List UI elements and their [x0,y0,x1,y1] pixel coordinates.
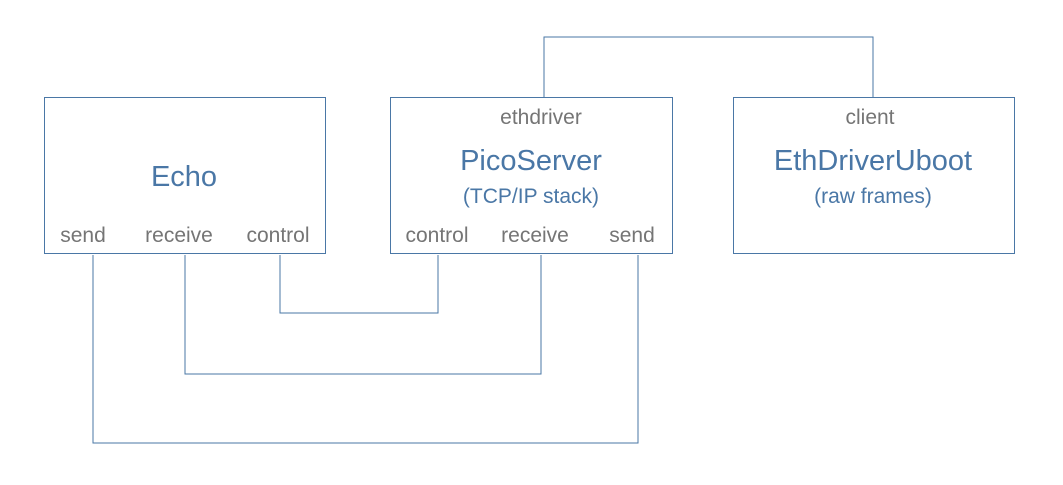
port-echo-receive: receive [145,224,213,247]
component-picoserver-subtitle: (TCP/IP stack) [463,185,599,208]
component-picoserver: ethdriver PicoServer (TCP/IP stack) cont… [390,97,673,254]
port-echo-send: send [60,224,106,247]
connection-echo-send-to-picoserver-send [92,255,639,444]
component-echo-box [44,97,326,254]
port-picoserver-send: send [609,224,655,247]
component-ethdriveruboot-title: EthDriverUboot [774,145,972,177]
component-picoserver-title: PicoServer [460,145,602,177]
port-ethdriveruboot-client: client [845,106,894,129]
connection-echo-receive-to-picoserver-receive [184,255,542,375]
component-echo: Echo send receive control [44,97,326,254]
component-ethdriveruboot-box [733,97,1015,254]
component-picoserver-box [390,97,673,254]
port-echo-control: control [246,224,309,247]
component-echo-title: Echo [151,161,217,193]
connection-picoserver-ethdriver-to-ethdriveruboot-client [543,36,874,97]
component-ethdriveruboot-subtitle: (raw frames) [814,185,932,208]
port-picoserver-ethdriver: ethdriver [500,106,582,129]
port-picoserver-control: control [405,224,468,247]
connection-echo-control-to-picoserver-control [279,255,439,314]
component-ethdriveruboot: client EthDriverUboot (raw frames) [733,97,1015,254]
port-picoserver-receive: receive [501,224,569,247]
